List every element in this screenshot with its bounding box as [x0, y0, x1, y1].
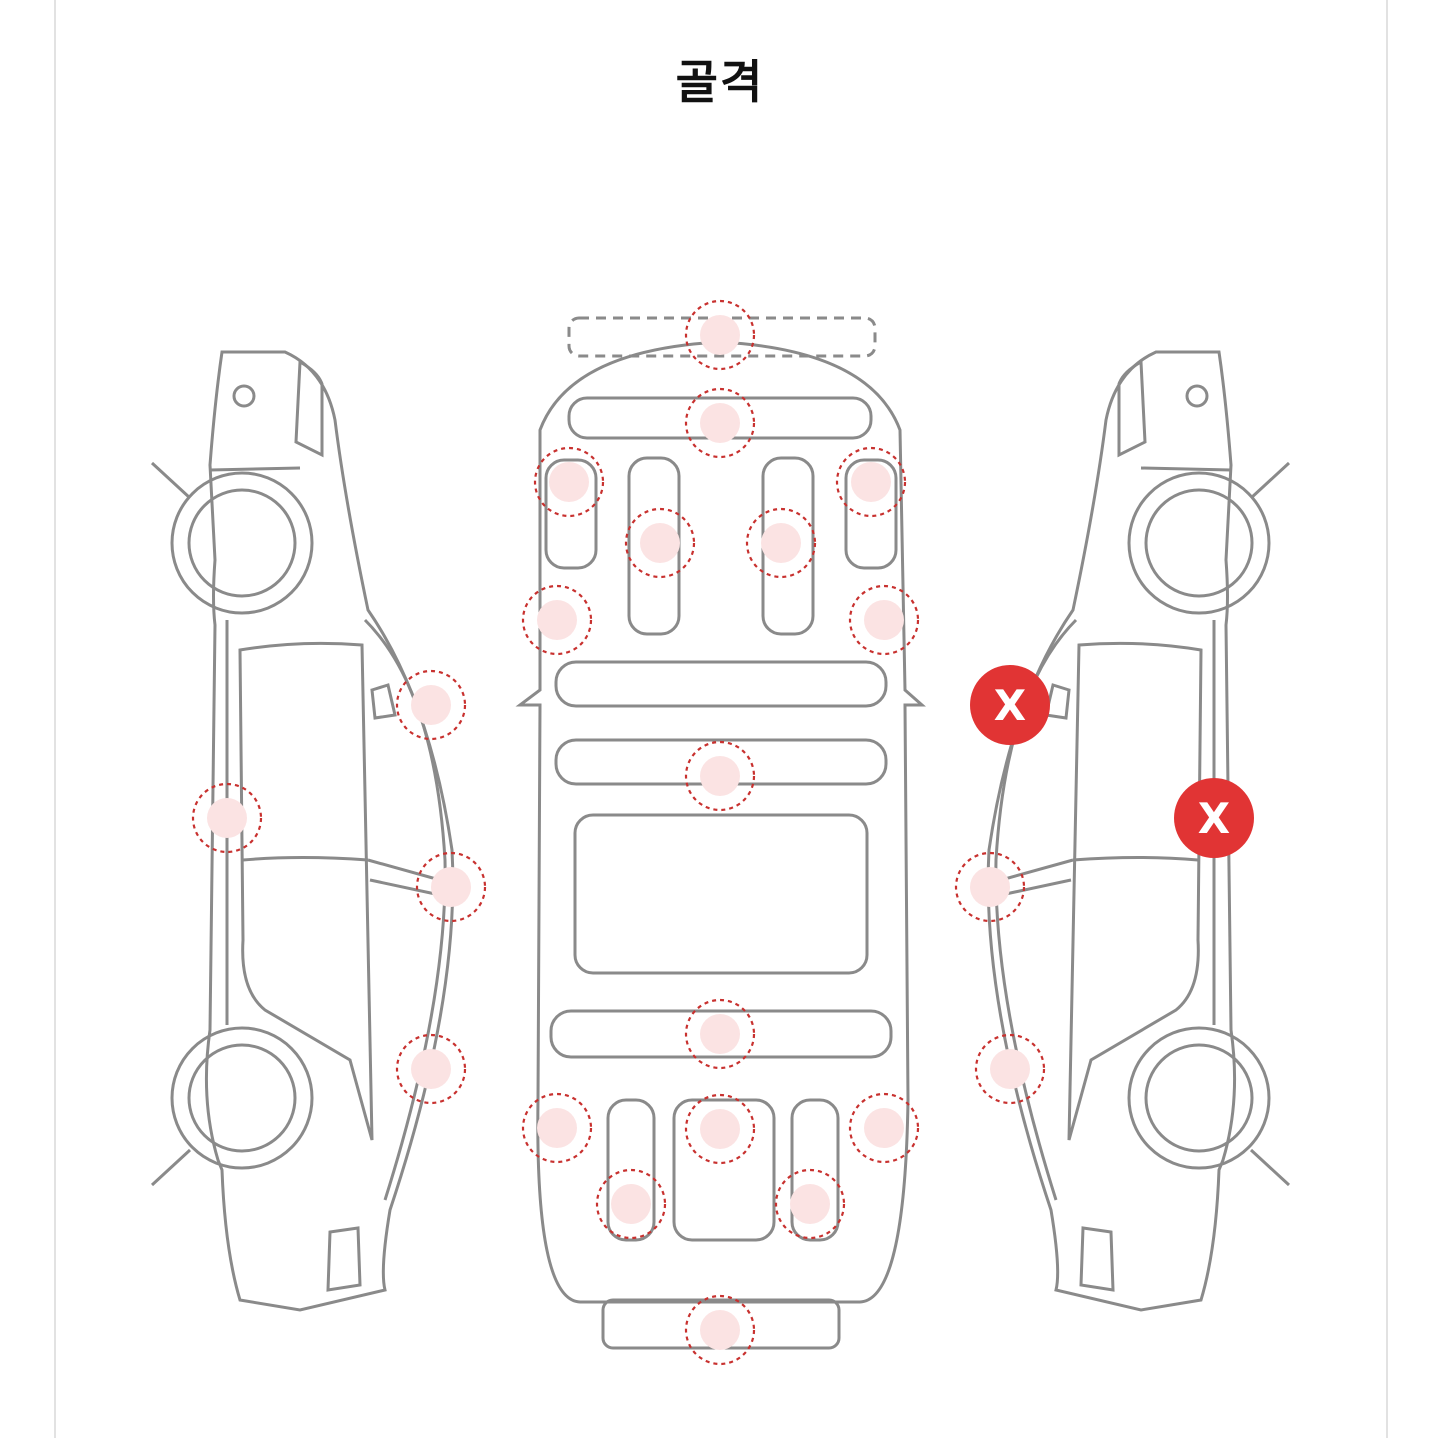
dash-panel-spot[interactable]: [684, 740, 756, 812]
rear-left-wheelhouse-spot[interactable]: [521, 1092, 593, 1164]
right-b-pillar-spot[interactable]: [954, 851, 1026, 923]
front-left-side-member-spot[interactable]: [624, 507, 696, 579]
trunk-floor-spot[interactable]: [684, 1093, 756, 1165]
front-right-wheelhouse-spot[interactable]: [848, 584, 920, 656]
defect-marks: XX: [970, 665, 1254, 858]
left-side-car-outline: [150, 350, 455, 1312]
rear-right-wheelhouse-spot[interactable]: [848, 1092, 920, 1164]
left-side-sill-spot[interactable]: [191, 782, 263, 854]
left-c-pillar-spot[interactable]: [395, 1033, 467, 1105]
defect-label: X: [994, 681, 1026, 730]
rear-panel-spot[interactable]: [684, 1294, 756, 1366]
rear-left-side-member-spot[interactable]: [595, 1168, 667, 1240]
diagram-panel: [54, 0, 1388, 1438]
inspection-spots: [191, 299, 1046, 1366]
front-left-wheelhouse-spot[interactable]: [521, 584, 593, 656]
left-a-pillar-spot[interactable]: [395, 669, 467, 741]
front-left-inside-panel-spot[interactable]: [533, 446, 605, 518]
rear-right-side-member-spot[interactable]: [774, 1168, 846, 1240]
floor-panel-spot[interactable]: [684, 998, 756, 1070]
front-right-inside-panel-spot[interactable]: [835, 446, 907, 518]
front-panel-spot[interactable]: [684, 299, 756, 371]
page-title: 골격: [675, 55, 765, 109]
left-b-pillar-spot[interactable]: [415, 851, 487, 923]
right-side-car-outline: [986, 350, 1291, 1312]
defect-label: X: [1198, 794, 1230, 843]
front-right-side-member-spot[interactable]: [745, 507, 817, 579]
right-side-sill-defect-mark[interactable]: X: [1174, 778, 1254, 858]
right-a-pillar-defect-mark[interactable]: X: [970, 665, 1050, 745]
right-c-pillar-spot[interactable]: [974, 1033, 1046, 1105]
front-crossmember-spot[interactable]: [684, 387, 756, 459]
